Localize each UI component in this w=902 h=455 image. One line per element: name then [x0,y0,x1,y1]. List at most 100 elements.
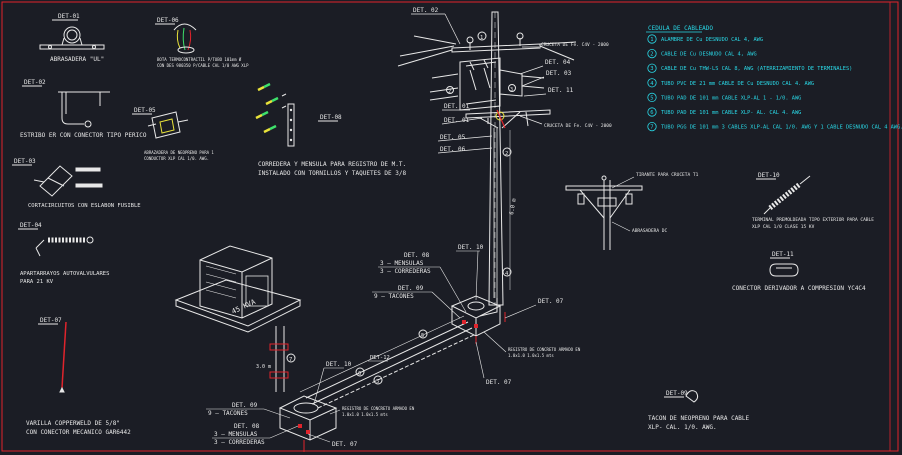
pole-callouts: DET. 02 DET. 04 DET. 03 DET. 11 DET. 01 … [411,7,612,154]
det09-caption1: TACON DE NEOPRENO PARA CABLE [648,415,750,422]
det06-tag: DET-06 [157,17,179,24]
cable-schedule-row: 1 ALAMBRE DE Cu DESNUDO CAL 4, AWG [647,34,763,44]
cable-schedule-number: 2 [650,52,653,58]
cable-schedule-text: TUBO PAD DE 101 mm CABLE XLP-AL 1 - 1/0.… [661,95,801,101]
detail-11: DET-11 CONECTOR DERIVADOR A COMPRESION Y… [732,251,866,292]
pole-mark-2: 2 [505,151,508,157]
det04-caption2: PARA 21 KV [20,279,54,285]
callout-det06: DET. 06 [440,146,466,153]
callout-cruceta-bottom: CRUCETA DE Fe. C4V - 2000 [544,123,612,129]
svg-text:3: 3 [510,87,513,93]
det01-caption: ABRASADERA "UL" [50,56,104,63]
det06-caption1: BOTA TERMOCONTRACTIL P/TUBO 101mm Ø [157,57,242,62]
det06-caption2: CON DES 980350 P/CABLE CAL 1/0 AWG XLP [157,63,249,68]
duct-label: DET-12 [370,355,390,361]
detail-07: DET-07 VARILLA COPPERWELD DE 5/8" CON CO… [26,317,131,436]
cable-schedule-number: 7 [650,125,653,131]
reg-up-det07: DET. 07 [538,298,564,305]
det05-tag: DET-05 [134,107,156,114]
detail-08: DET-08 CORREDERA Y MENSULA PARA REGISTRO… [255,82,406,177]
det10-tag: DET-10 [758,172,780,179]
det05-caption2: CONDUCTOR XLP CAL 1/0. AWG. [144,156,209,161]
reg-up-det09: DET. 09 [398,285,424,292]
cable-schedule: CEDULA DE CABLEADO 1 ALAMBRE DE Cu DESNUD… [646,25,902,132]
reg-up-note: REGISTRO DE CONCRETO ARMADO EN [508,347,581,352]
pole-mark-4: 4 [505,271,509,277]
det11-caption: CONECTOR DERIVADOR A COMPRESION YC4C4 [732,285,866,292]
duct-bank: 5 6 5 DET-12 [299,298,506,409]
reg-low-det10: DET. 10 [326,361,352,368]
cable-schedule-marker [647,122,657,132]
riser-dim: 3.0 m [256,364,271,370]
det08-caption1: CORREDERA Y MENSULA PARA REGISTRO DE M.T… [258,161,406,168]
callout-cruceta-top: CRUCETA DE Fe. C4V - 2000 [541,42,609,48]
registro-upper-callouts: DET. 08 3 — MENSULAS 3 — CORREDERAS DET.… [372,244,581,386]
abrasadera-label: ABRASADERA DC [632,228,668,234]
duct-mark-5: 5 [421,333,424,339]
reg-low-tacones: 9 — TACONES [208,410,248,417]
det04-tag: DET-04 [20,222,42,229]
cable-schedule-marker [647,63,657,73]
duct-mark-5b: 5 [376,379,379,385]
cable-schedule-text: CABLE DE Cu DESNUDO CAL 4, AWG [661,52,757,58]
cable-schedule-number: 4 [650,81,654,87]
registro-lower [278,395,338,452]
callout-det05: DET. 05 [440,134,466,141]
cable-schedule-marker [647,34,657,44]
svg-text:1: 1 [480,35,483,41]
callout-det01a: DET. 01 [444,103,470,110]
reg-low-det07: DET. 07 [332,441,358,448]
reg-up-note2: 1.0x1.0 1.0x1.5 mts [508,353,554,358]
reg-up-tacones: 9 — TACONES [374,293,414,300]
detail-05: DET-05 ABRAZADERA DE NEOPRENO PARA 1 CON… [132,107,214,161]
tirante-label: TIRANTE PARA CRUCETA T1 [636,172,699,178]
crossarm-detail: TIRANTE PARA CRUCETA T1 ABRASADERA DC [565,172,699,250]
reg-up-det08: DET. 08 [404,252,430,259]
cable-schedule-text: CABLE DE Cu THW-LS CAL 8, AWG (ATERRIZAM… [661,66,852,72]
cable-schedule-text: TUBO PGG DE 101 mm 3 CABLES XLP-AL CAL 1… [661,125,902,131]
det03-caption: CORTACIRCUITOS CON ESLABON FUSIBLE [28,203,141,209]
reg-low-note2: 1.0x1.0 1.0x1.5 mts [342,412,388,417]
det11-tag: DET-11 [772,251,794,258]
cable-schedule-number: 1 [650,37,653,43]
det08-caption2: INSTALADO CON TORNILLOS Y TAQUETES DE 3/… [258,170,406,177]
reg-low-correderas: 3 — CORREDERAS [214,439,265,446]
det10-caption2: XLP CAL 1/0 CLASE 15 KV [752,224,815,230]
callout-det03: DET. 03 [546,70,572,77]
reg-low-det08: DET. 08 [234,423,260,430]
detail-09: DET-09 TACON DE NEOPRENO PARA CABLE XLP-… [648,390,750,431]
callout-det04: DET. 04 [545,59,571,66]
reg-low-note: REGISTRO DE CONCRETO ARMADO EN [342,406,415,411]
det08-tag: DET-08 [320,114,342,121]
cable-schedule-row: 5 TUBO PAD DE 101 mm CABLE XLP-AL 1 - 1/0… [647,92,801,103]
pole-height-label: 6.0 m [509,197,518,215]
registro-upper [450,295,502,344]
reg-up-det10: DET. 10 [458,244,484,251]
detail-03: DET-03 CORTACIRCUITOS CON ESLABON FUSIBL… [12,158,141,209]
det07-caption1: VARILLA COPPERWELD DE 5/8" [26,420,120,427]
cable-schedule-number: 5 [650,95,653,101]
cable-schedule-marker [647,107,657,117]
callout-det01b: DET. 01 [444,117,470,124]
det07-tag: DET-07 [40,317,62,324]
detail-01: DET-01 ABRASADERA "UL" [39,13,105,63]
cable-schedule-title: CEDULA DE CABLEADO [648,25,713,32]
cable-schedule-row: 7 TUBO PGG DE 101 mm 3 CABLES XLP-AL CAL … [647,122,902,132]
detail-06: DET-06 BOTA TERMOCONTRACTIL P/TUBO 101mm… [155,17,249,68]
cable-schedule-marker [647,48,657,59]
det01-tag: DET-01 [58,13,80,20]
riser-mark-7: 7 [289,357,292,363]
cable-schedule-marker [647,92,657,103]
det05-caption1: ABRAZADERA DE NEOPRENO PARA 1 [144,150,214,155]
det04-caption1: APARTARRAYOS AUTOVALVULARES [20,271,109,277]
reg-up-mensulas: 3 — MENSULAS [380,260,424,267]
detail-10: DET-10 TERMINAL PREMOLDEADA TIPO EXTERIO… [752,172,874,230]
cable-schedule-text: ALAMBRE DE Cu DESNUDO CAL 4, AWG [661,37,763,43]
registro-lower-callouts: DET. 09 9 — TACONES DET. 08 3 — MENSULAS… [206,361,415,448]
cable-schedule-text: TUBO PAD DE 101 mm CABLE XLP- AL. CAL 4.… [661,110,801,116]
reg-low-mensulas: 3 — MENSULAS [214,431,258,438]
duct-mark-6: 6 [358,371,361,377]
transformer: 45 KVA [174,245,302,333]
